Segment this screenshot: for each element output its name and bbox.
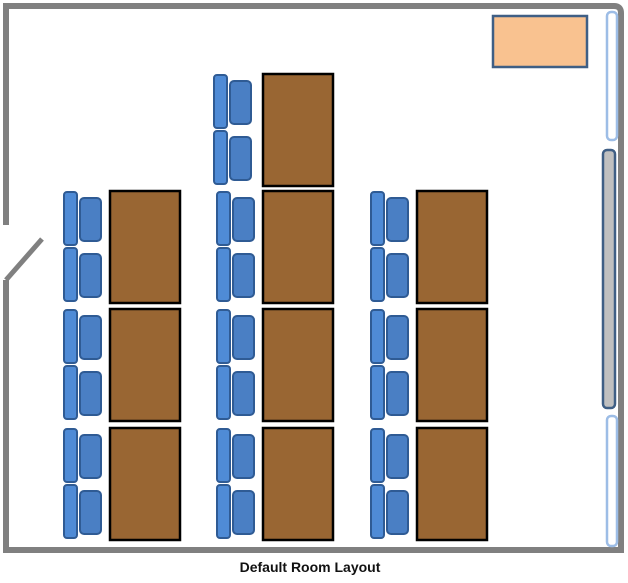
chair-seat bbox=[232, 315, 255, 360]
chair-seat bbox=[79, 315, 102, 360]
door bbox=[4, 237, 44, 282]
chair-seat bbox=[229, 80, 252, 125]
wall bbox=[3, 2, 624, 553]
student-table bbox=[261, 72, 335, 188]
student-table bbox=[108, 426, 182, 542]
teacher-desk bbox=[491, 14, 589, 69]
chair-back bbox=[213, 130, 228, 185]
student-table bbox=[261, 426, 335, 542]
chair-seat bbox=[79, 371, 102, 416]
student-table bbox=[108, 307, 182, 423]
student-table bbox=[261, 189, 335, 305]
chair-seat bbox=[386, 434, 409, 479]
chair-back bbox=[63, 191, 78, 246]
chair-seat bbox=[386, 490, 409, 535]
student-table bbox=[108, 189, 182, 305]
chair-back bbox=[370, 247, 385, 302]
chair-back bbox=[370, 191, 385, 246]
chair-seat bbox=[386, 253, 409, 298]
chair-seat bbox=[232, 197, 255, 242]
chair-back bbox=[370, 309, 385, 364]
whiteboard bbox=[601, 148, 617, 410]
chair-back bbox=[216, 309, 231, 364]
chair-back bbox=[63, 365, 78, 420]
chair-back bbox=[216, 247, 231, 302]
student-table bbox=[415, 426, 489, 542]
student-table bbox=[261, 307, 335, 423]
chair-back bbox=[216, 428, 231, 483]
chair-back bbox=[370, 365, 385, 420]
diagram-caption: Default Room Layout bbox=[239, 559, 381, 575]
chair-back bbox=[63, 428, 78, 483]
chair-back bbox=[216, 191, 231, 246]
chair-back bbox=[63, 309, 78, 364]
chair-seat bbox=[79, 197, 102, 242]
chair-back bbox=[216, 365, 231, 420]
chair-seat bbox=[79, 253, 102, 298]
chair-seat bbox=[232, 490, 255, 535]
student-table bbox=[415, 189, 489, 305]
chair-seat bbox=[229, 136, 252, 181]
chair-seat bbox=[386, 197, 409, 242]
chair-back bbox=[213, 74, 228, 129]
student-table bbox=[415, 307, 489, 423]
chair-seat bbox=[386, 371, 409, 416]
chair-back bbox=[370, 484, 385, 539]
chair-seat bbox=[79, 490, 102, 535]
chair-back bbox=[63, 247, 78, 302]
chair-seat bbox=[79, 434, 102, 479]
chair-back bbox=[63, 484, 78, 539]
chair-back bbox=[216, 484, 231, 539]
chair-seat bbox=[232, 371, 255, 416]
window-bottom bbox=[605, 414, 619, 548]
chair-back bbox=[370, 428, 385, 483]
chair-seat bbox=[386, 315, 409, 360]
window-top bbox=[605, 10, 619, 142]
chair-seat bbox=[232, 434, 255, 479]
chair-seat bbox=[232, 253, 255, 298]
